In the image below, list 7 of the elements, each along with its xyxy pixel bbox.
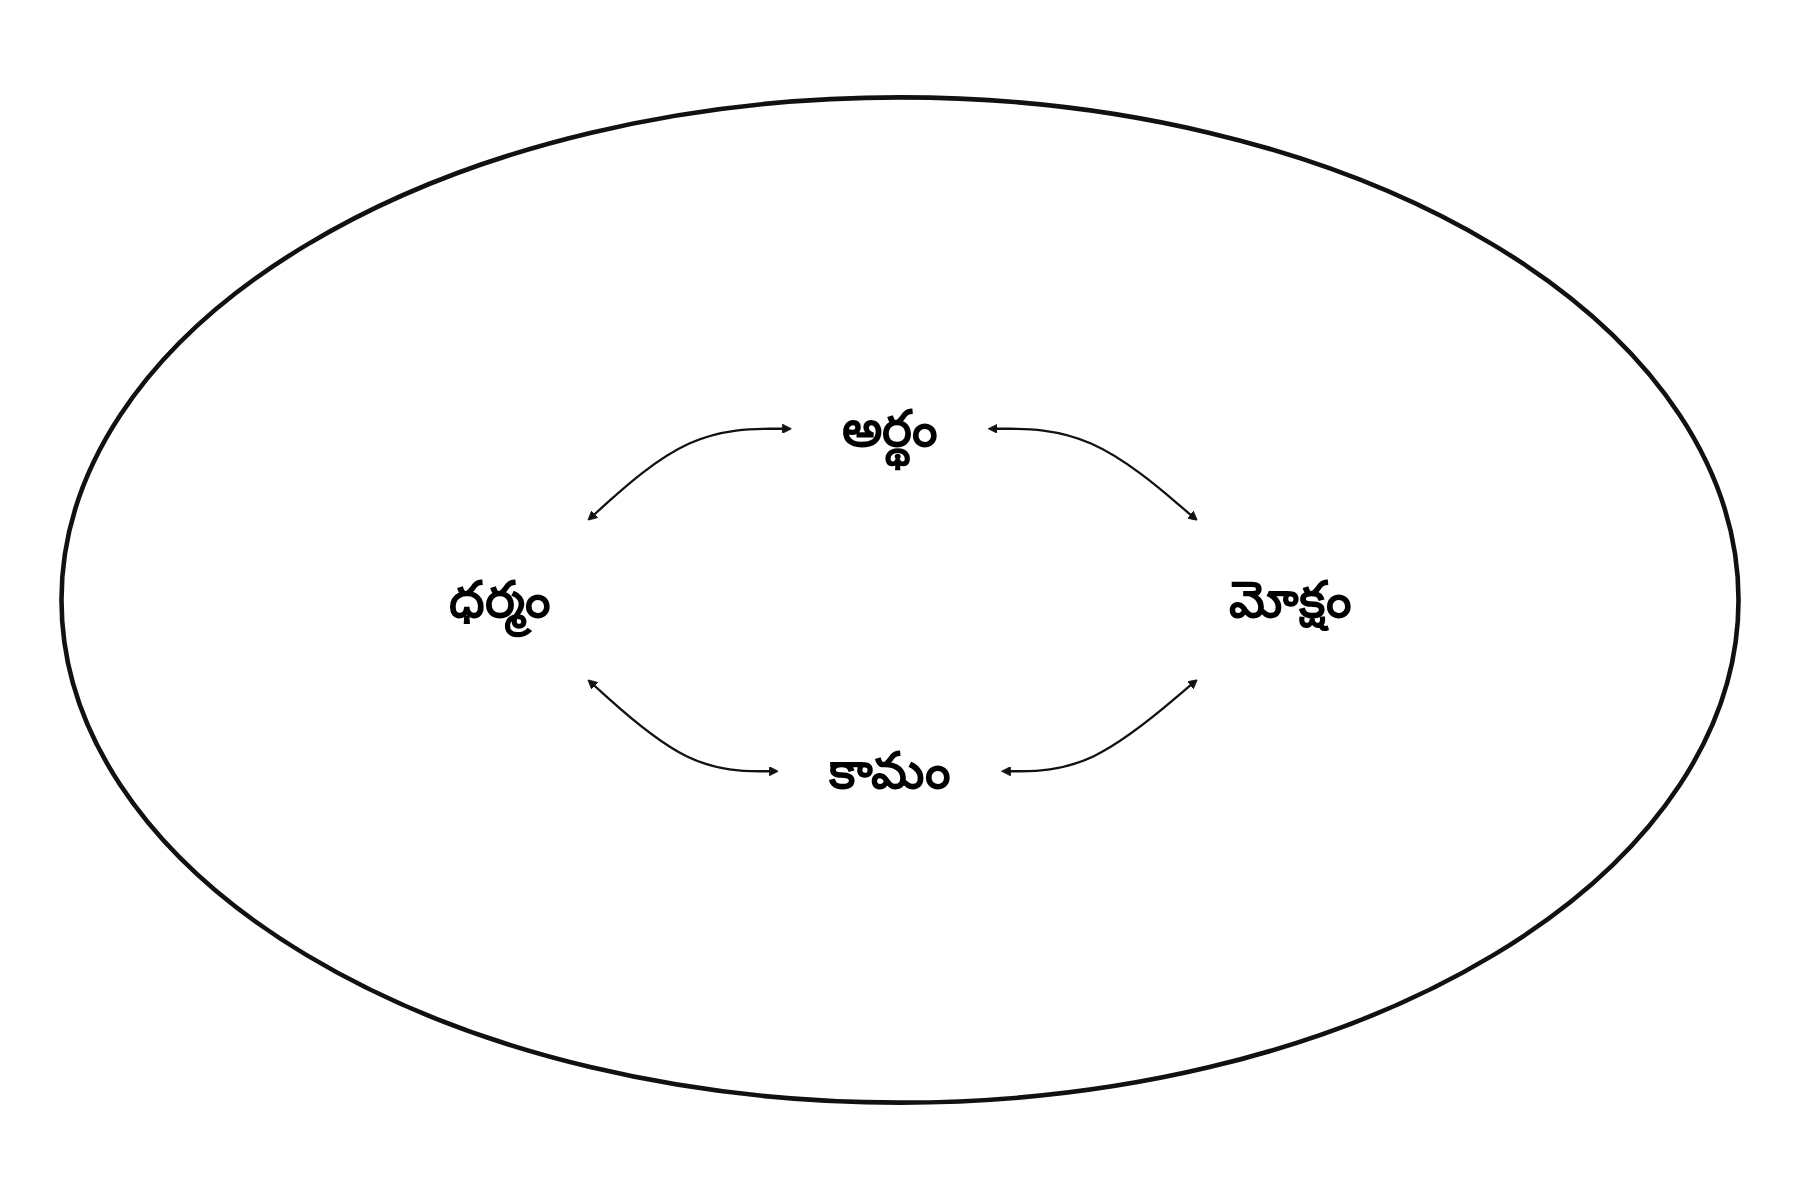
cluster bbox=[59, 95, 1741, 1105]
node-text: మోక్షం bbox=[1229, 569, 1352, 629]
arrow bbox=[587, 423, 792, 521]
arrow bbox=[1001, 678, 1198, 777]
node-text: కామం bbox=[828, 741, 951, 800]
arrow bbox=[987, 423, 1198, 522]
arrow bbox=[587, 679, 779, 777]
